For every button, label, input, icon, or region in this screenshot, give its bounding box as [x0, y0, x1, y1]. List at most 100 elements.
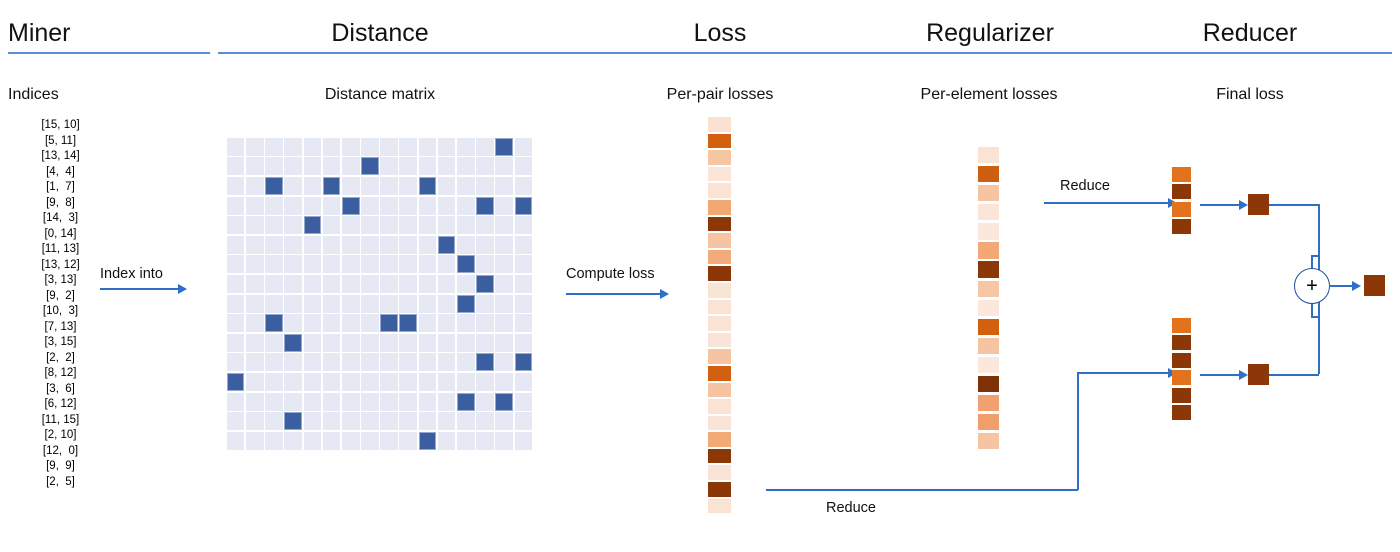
matrix-cell-filled — [495, 137, 514, 157]
matrix-cell-filled — [341, 196, 360, 216]
matrix-cell-empty — [437, 431, 456, 451]
matrix-cell-empty — [284, 294, 303, 314]
index-pair: [2, 10] — [44, 429, 77, 441]
matrix-cell-empty — [360, 353, 379, 373]
matrix-cell-empty — [226, 157, 245, 177]
matrix-cell-empty — [418, 137, 437, 157]
matrix-cell-empty — [341, 215, 360, 235]
per-element-loss-cell — [978, 433, 999, 450]
per-element-loss-cell — [978, 185, 999, 202]
arrow-final-head — [1352, 281, 1361, 291]
matrix-cell-empty — [322, 255, 341, 275]
matrix-cell-empty — [456, 353, 475, 373]
index-pair: [9, 2] — [46, 289, 75, 302]
matrix-cell-empty — [495, 333, 514, 353]
matrix-cell-empty — [341, 313, 360, 333]
matrix-cell-empty — [495, 235, 514, 255]
matrix-cell-empty — [264, 157, 283, 177]
bottom-box-to-junction-line — [1269, 374, 1319, 376]
per-pair-loss-cell — [708, 448, 731, 464]
arrow-reduce-bottom-horizontal-lower — [766, 489, 1078, 491]
matrix-cell-empty — [245, 157, 264, 177]
matrix-cell-empty — [514, 411, 533, 431]
matrix-cell-empty — [264, 235, 283, 255]
matrix-cell-empty — [418, 274, 437, 294]
matrix-cell-empty — [341, 411, 360, 431]
column-title-reducer: Reducer — [1202, 19, 1298, 47]
arrow-label-reduce-top: Reduce — [1060, 178, 1110, 194]
matrix-cell-filled — [495, 392, 514, 412]
per-pair-losses-strip — [708, 117, 731, 515]
matrix-cell-filled — [456, 294, 475, 314]
subtitle-indices: Indices — [8, 86, 59, 103]
matrix-cell-empty — [322, 137, 341, 157]
matrix-cell-empty — [514, 255, 533, 275]
per-pair-loss-cell — [708, 332, 731, 348]
matrix-cell-empty — [341, 372, 360, 392]
index-pair: [13, 12] — [41, 258, 80, 271]
matrix-cell-empty — [264, 353, 283, 373]
matrix-cell-empty — [284, 196, 303, 216]
arrow-label-reduce-bottom: Reduce — [826, 500, 876, 516]
matrix-cell-empty — [360, 392, 379, 412]
matrix-cell-empty — [418, 313, 437, 333]
matrix-cell-filled — [418, 431, 437, 451]
per-pair-loss-cell — [708, 316, 731, 331]
subtitle-per-element-losses: Per-element losses — [920, 86, 1058, 103]
matrix-cell-empty — [475, 431, 494, 451]
per-element-loss-cell — [978, 147, 999, 164]
matrix-cell-empty — [303, 157, 322, 177]
matrix-cell-empty — [418, 392, 437, 412]
matrix-cell-empty — [226, 274, 245, 294]
matrix-cell-empty — [303, 411, 322, 431]
matrix-cell-empty — [284, 392, 303, 412]
per-pair-loss-cell — [708, 465, 731, 481]
matrix-cell-empty — [495, 196, 514, 216]
matrix-cell-filled — [475, 353, 494, 373]
matrix-cell-empty — [360, 294, 379, 314]
matrix-cell-empty — [399, 235, 418, 255]
matrix-cell-filled — [322, 176, 341, 196]
matrix-cell-empty — [303, 313, 322, 333]
matrix-cell-empty — [514, 392, 533, 412]
matrix-cell-empty — [437, 411, 456, 431]
per-pair-loss-cell — [708, 166, 731, 182]
per-pair-loss-cell — [708, 365, 731, 381]
arrow-reduce-bottom-vertical — [1077, 372, 1079, 490]
per-element-loss-cell — [978, 318, 999, 335]
header-rule-left — [8, 52, 210, 54]
matrix-cell-empty — [495, 372, 514, 392]
matrix-cell-empty — [418, 235, 437, 255]
arrow-index-into-line — [100, 288, 180, 290]
index-pair: [13, 14] — [41, 150, 80, 162]
arrow-reduce-top-line — [1044, 202, 1170, 204]
per-element-loss-cell — [978, 395, 999, 412]
matrix-cell-empty — [380, 294, 399, 314]
matrix-cell-empty — [380, 235, 399, 255]
arrow-reduce-bottom-horizontal-upper — [1077, 372, 1170, 374]
matrix-cell-empty — [226, 215, 245, 235]
matrix-cell-empty — [514, 431, 533, 451]
matrix-cell-empty — [456, 157, 475, 177]
per-pair-loss-cell — [708, 117, 731, 132]
matrix-cell-empty — [245, 411, 264, 431]
index-pair: [0, 14] — [44, 227, 77, 240]
matrix-cell-filled — [303, 215, 322, 235]
reducer-bottom-reduced-box — [1248, 364, 1269, 385]
index-pair: [7, 13] — [44, 320, 77, 333]
matrix-cell-empty — [303, 333, 322, 353]
per-pair-loss-cell — [708, 199, 731, 215]
matrix-cell-filled — [284, 333, 303, 353]
matrix-cell-empty — [456, 372, 475, 392]
matrix-cell-empty — [341, 235, 360, 255]
top-box-to-junction-line — [1269, 204, 1319, 206]
matrix-cell-empty — [360, 372, 379, 392]
matrix-cell-empty — [437, 274, 456, 294]
matrix-cell-empty — [380, 274, 399, 294]
matrix-cell-empty — [475, 235, 494, 255]
per-pair-loss-cell — [708, 249, 731, 265]
reducer-bottom-stack — [1172, 318, 1191, 422]
matrix-cell-empty — [303, 392, 322, 412]
matrix-cell-filled — [264, 176, 283, 196]
matrix-cell-empty — [514, 137, 533, 157]
